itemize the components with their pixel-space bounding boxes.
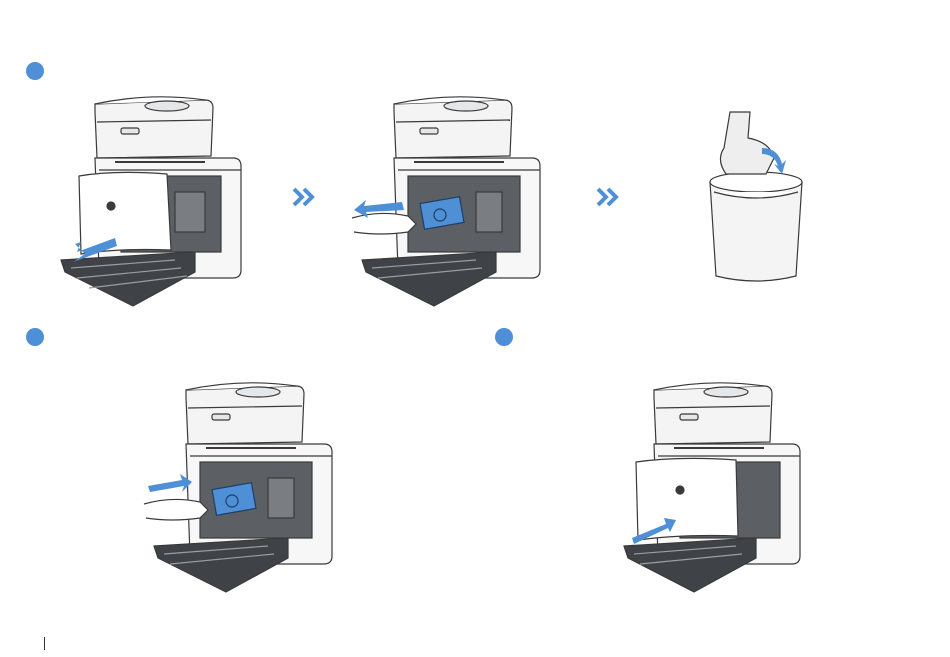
base-station-open-door-illustration bbox=[55, 92, 250, 312]
chevron-double-right-icon bbox=[292, 187, 316, 207]
chevron-double-right-icon bbox=[596, 187, 620, 207]
insert-dust-bag-illustration bbox=[142, 378, 337, 598]
close-door-illustration bbox=[610, 378, 805, 598]
remove-dust-bag-illustration bbox=[350, 92, 545, 312]
empty-bag-into-bin-illustration bbox=[702, 108, 812, 288]
step-1-indicator bbox=[26, 62, 44, 80]
step-2-indicator bbox=[26, 328, 44, 346]
page-margin-mark bbox=[44, 637, 45, 650]
step-3-indicator bbox=[495, 328, 513, 346]
